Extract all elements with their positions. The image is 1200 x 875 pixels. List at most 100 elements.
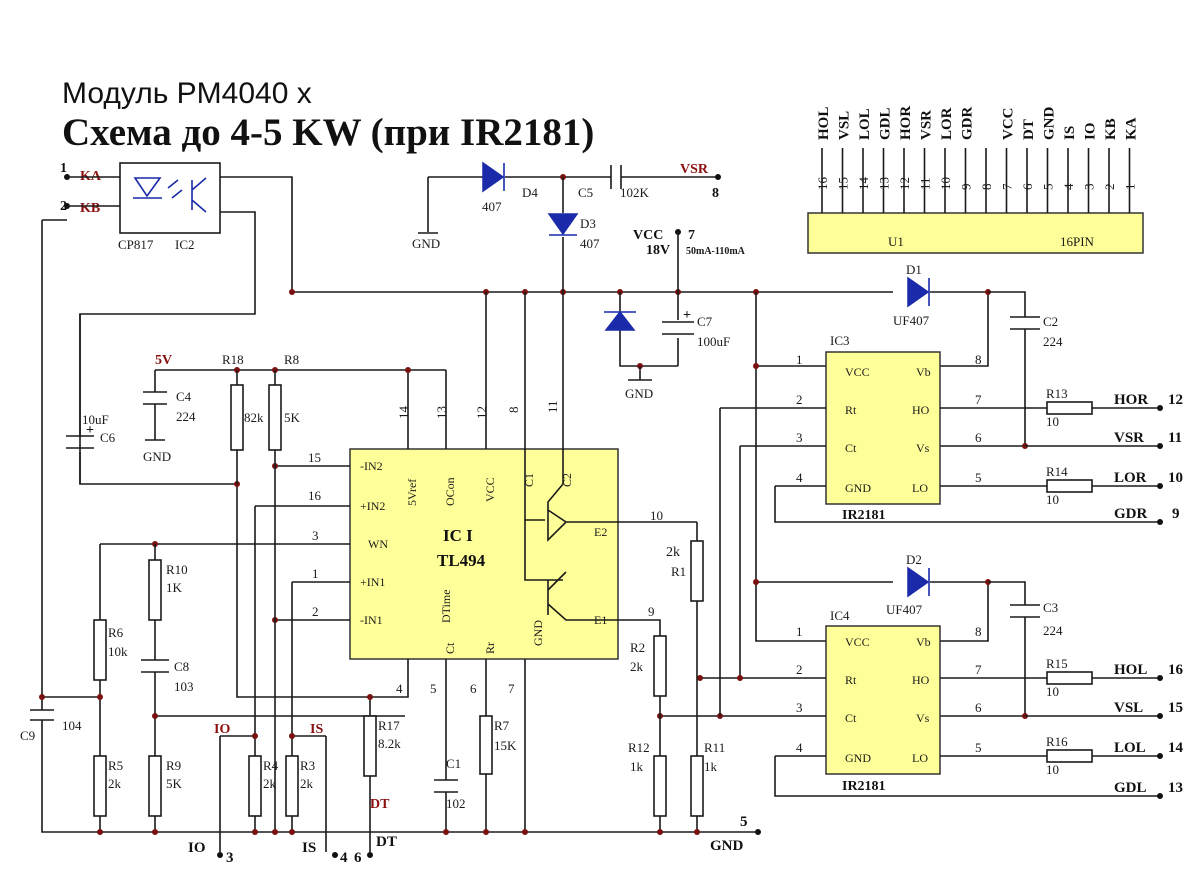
connector-u1: U1 16PIN 16HOL15VSL14LOL13GDL12HOR11VSR1…	[807, 106, 1144, 254]
connector-pin-label: VCC	[1001, 108, 1017, 141]
svg-text:103: 103	[174, 679, 194, 694]
svg-text:15: 15	[308, 450, 321, 465]
svg-text:VSR: VSR	[1114, 430, 1144, 446]
terminal-kb-num: 2	[60, 199, 67, 214]
connector-pin-number: 2	[1102, 184, 1117, 191]
connector-pins: 16HOL15VSL14LOL13GDL12HOR11VSR10LOR9GDR8…	[815, 106, 1140, 213]
connector-pin-number: 6	[1020, 183, 1035, 190]
connector-ref: U1	[888, 234, 904, 249]
connector-body	[807, 212, 1144, 254]
opto-transistor-icon	[191, 177, 207, 213]
d1-ref: D1	[906, 262, 922, 277]
optocoupler-name: CP817	[118, 237, 154, 252]
svg-text:4: 4	[340, 850, 348, 866]
connector-pin-number: 5	[1041, 184, 1056, 191]
connector-pin-number: 10	[938, 177, 953, 190]
connector-pin-label: GDR	[960, 107, 976, 141]
five-v-label: 5V	[155, 353, 172, 368]
r15-resistor-icon	[1046, 671, 1093, 685]
svg-text:Vs: Vs	[916, 711, 930, 725]
gnd-label-d4: GND	[412, 236, 440, 251]
c3-ref: C3	[1043, 600, 1058, 615]
svg-text:R7: R7	[494, 718, 510, 733]
svg-text:7: 7	[508, 681, 515, 696]
svg-text:Vb: Vb	[916, 635, 931, 649]
svg-text:R5: R5	[108, 758, 123, 773]
svg-text:E1: E1	[594, 613, 607, 627]
svg-text:2k: 2k	[630, 659, 644, 674]
connector-pin-label: VSR	[919, 110, 935, 140]
svg-text:5K: 5K	[284, 410, 301, 425]
connector-pin-label: IS	[1062, 126, 1078, 140]
d4-ref: D4	[522, 185, 538, 200]
svg-text:HO: HO	[912, 673, 930, 687]
d3-diode-icon	[547, 213, 579, 236]
svg-text:GND: GND	[531, 620, 545, 646]
opto-input-wires	[67, 176, 120, 207]
svg-text:GND: GND	[845, 751, 871, 765]
svg-text:4: 4	[796, 740, 803, 755]
opto-light-icon	[167, 179, 183, 199]
zener-c7-wires	[619, 292, 679, 367]
c5-ref: C5	[578, 185, 593, 200]
svg-text:5: 5	[740, 814, 748, 830]
svg-text:-IN2: -IN2	[360, 459, 383, 473]
svg-text:1: 1	[312, 566, 319, 581]
svg-text:IO: IO	[188, 840, 206, 856]
svg-text:15: 15	[1168, 700, 1183, 716]
svg-text:10: 10	[650, 508, 663, 523]
svg-text:LO: LO	[912, 751, 928, 765]
svg-text:R18: R18	[222, 352, 244, 367]
connector-pin-number: 11	[918, 177, 933, 190]
optocoupler-ref: IC2	[175, 237, 195, 252]
svg-text:8: 8	[506, 407, 521, 414]
zener-diode-icon	[604, 310, 636, 331]
vsr-port-num: 8	[712, 186, 719, 201]
svg-text:R14: R14	[1046, 464, 1068, 479]
svg-text:5: 5	[975, 740, 982, 755]
tl494-part: TL494	[437, 551, 486, 570]
svg-text:R3: R3	[300, 758, 315, 773]
connector-pin-number: 3	[1082, 184, 1097, 191]
svg-text:GDL: GDL	[1114, 780, 1147, 796]
svg-text:8: 8	[975, 624, 982, 639]
svg-text:-IN1: -IN1	[360, 613, 383, 627]
connector-pin-label: HOL	[816, 107, 832, 140]
svg-text:1K: 1K	[166, 580, 183, 595]
connector-pin-label: VSL	[837, 111, 853, 140]
d4-diode-icon	[482, 161, 505, 193]
r9-resistor-icon	[148, 755, 162, 817]
right-output-wires	[940, 407, 1160, 487]
svg-text:OCon: OCon	[443, 477, 457, 506]
svg-text:HOR: HOR	[1114, 392, 1148, 408]
connector-pin-label: HOR	[898, 106, 914, 140]
connector-pin-number: 13	[877, 177, 892, 190]
tl494-ref: IC I	[443, 526, 473, 545]
svg-text:R13: R13	[1046, 386, 1068, 401]
svg-text:VSL: VSL	[1114, 700, 1143, 716]
connector-pin-number: 1	[1123, 184, 1138, 191]
svg-text:DTime: DTime	[439, 589, 453, 623]
ic3-pins: 1 2 3 4 VCC Rt Ct GND Vb HO Vs LO 8 7 6 …	[740, 352, 982, 495]
svg-text:3: 3	[796, 700, 803, 715]
svg-text:C1: C1	[522, 473, 536, 487]
r2-resistor-icon	[653, 635, 667, 697]
svg-text:3: 3	[796, 430, 803, 445]
svg-text:2: 2	[312, 604, 319, 619]
svg-text:2: 2	[796, 392, 803, 407]
r5-resistor-icon	[93, 755, 107, 817]
svg-text:LOL: LOL	[1114, 740, 1146, 756]
d2-value: UF407	[886, 602, 923, 617]
connector-pin-label: GND	[1042, 107, 1058, 141]
svg-text:104: 104	[62, 718, 82, 733]
svg-text:GDR: GDR	[1114, 506, 1148, 522]
connector-type: 16PIN	[1060, 234, 1095, 249]
driver-ic4	[825, 625, 941, 775]
connector-pin-label: KA	[1124, 117, 1140, 140]
svg-text:E2: E2	[594, 525, 607, 539]
d4-value: 407	[482, 199, 502, 214]
svg-text:12: 12	[474, 406, 489, 419]
r8-resistor-icon	[268, 384, 282, 451]
ic4-ref: IC4	[830, 608, 850, 623]
